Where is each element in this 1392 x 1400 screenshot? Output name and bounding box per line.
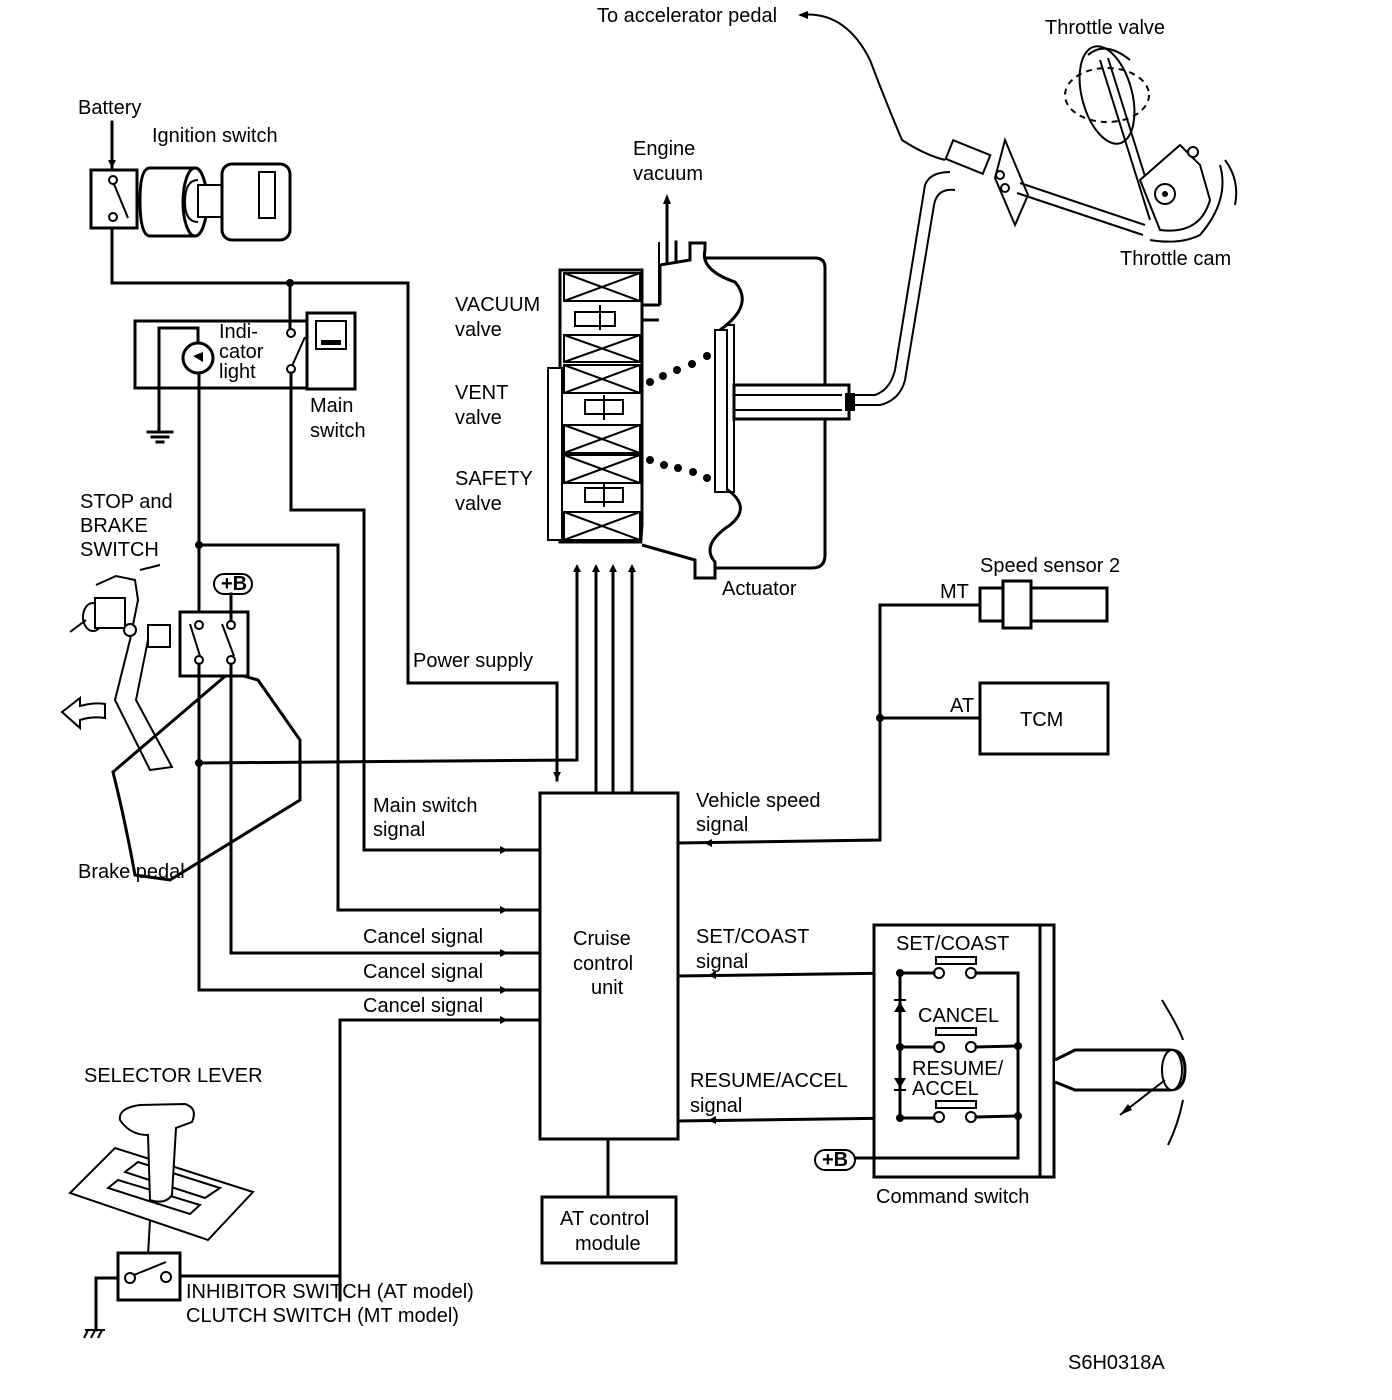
indicator-panel bbox=[133, 319, 312, 390]
selector-lever-icon[interactable] bbox=[68, 1102, 255, 1256]
tcm-label: TCM bbox=[1020, 709, 1063, 731]
main-switch-signal-label-2: signal bbox=[373, 819, 425, 841]
actuator-group: Engine vacuum VACUUM valve VENT valve SA… bbox=[455, 138, 855, 600]
engine-vacuum-label-1: Engine bbox=[633, 138, 695, 160]
resume-accel-signal-label-1: RESUME/ACCEL bbox=[690, 1070, 848, 1092]
at-control-module-label-2: module bbox=[575, 1233, 641, 1255]
power-supply-wire bbox=[110, 226, 559, 782]
stop-brake-label-3: SWITCH bbox=[80, 539, 159, 561]
stop-brake-label-2: BRAKE bbox=[80, 515, 148, 537]
indicator-light-label-3: light bbox=[219, 361, 256, 383]
cancel-signal-wire-1 bbox=[197, 543, 540, 912]
cancel-signal-wire-inhibitor bbox=[338, 1018, 540, 1302]
cancel-signal-label-3: Cancel signal bbox=[363, 995, 483, 1017]
plus-b-label-command: +B bbox=[822, 1149, 848, 1171]
cmd-set-coast-label: SET/COAST bbox=[896, 933, 1009, 955]
battery-label: Battery bbox=[78, 97, 141, 119]
inhibitor-switch-label: INHIBITOR SWITCH (AT model) bbox=[186, 1281, 474, 1303]
brake-signal-wire bbox=[197, 570, 579, 765]
indicator-light-label-1: Indi- bbox=[219, 321, 258, 343]
cmd-resume-label-1: RESUME/ bbox=[912, 1058, 1004, 1080]
vent-valve-label-2: valve bbox=[455, 407, 502, 429]
brake-pedal-icon bbox=[60, 564, 302, 882]
ccu-label-2: control bbox=[573, 953, 633, 975]
set-coast-signal-label-2: signal bbox=[696, 951, 748, 973]
battery-ignition-group: Battery Ignition switch bbox=[78, 97, 561, 782]
cancel-signal-label-2: Cancel signal bbox=[363, 961, 483, 983]
set-coast-button[interactable] bbox=[935, 956, 977, 965]
ignition-key-icon bbox=[138, 162, 292, 242]
power-supply-label: Power supply bbox=[413, 650, 533, 672]
figure-id: S6H0318A bbox=[1068, 1352, 1165, 1374]
set-coast-signal-label-1: SET/COAST bbox=[696, 926, 809, 948]
command-lever-icon[interactable] bbox=[1054, 999, 1187, 1146]
actuator-rod bbox=[732, 383, 851, 421]
vacuum-valve-label-1: VACUUM bbox=[455, 294, 540, 316]
main-switch-signal-wire bbox=[289, 508, 540, 852]
command-switch-label: Command switch bbox=[876, 1186, 1029, 1208]
throttle-cam-label: Throttle cam bbox=[1120, 248, 1231, 270]
ccu-label-1: Cruise bbox=[573, 928, 631, 950]
at-control-module-label-1: AT control bbox=[560, 1208, 649, 1230]
throttle-valve-icon bbox=[1078, 45, 1136, 145]
vent-valve-label-1: VENT bbox=[455, 382, 508, 404]
speed-sensor-group: Speed sensor 2 MT AT TCM bbox=[940, 555, 1120, 756]
valve-stack-icon bbox=[547, 240, 678, 544]
accelerator-cable bbox=[799, 13, 946, 161]
resume-accel-signal-label-2: signal bbox=[690, 1095, 742, 1117]
cancel-signal-label-1: Cancel signal bbox=[363, 926, 483, 948]
cancel-button[interactable] bbox=[935, 1027, 977, 1036]
vacuum-valve-label-2: valve bbox=[455, 319, 502, 341]
engine-vacuum-label-2: vacuum bbox=[633, 163, 703, 185]
plus-b-badge-command bbox=[814, 1149, 856, 1171]
speed-sensor-label: Speed sensor 2 bbox=[980, 555, 1120, 577]
selector-lever-group: SELECTOR LEVER INHIBITOR SWITCH (AT mode… bbox=[68, 1065, 474, 1339]
brake-pedal-label: Brake pedal bbox=[78, 861, 185, 883]
selector-lever-label: SELECTOR LEVER bbox=[84, 1065, 263, 1087]
command-switch-box bbox=[872, 923, 1056, 1179]
cruise-control-unit-group: Cruise control unit Power supply Main sw… bbox=[338, 564, 982, 1302]
throttle-valve-label: Throttle valve bbox=[1045, 17, 1165, 39]
ignition-switch-label: Ignition switch bbox=[152, 125, 278, 147]
vehicle-speed-wire bbox=[676, 603, 982, 845]
throttle-cam-icon bbox=[1138, 143, 1212, 232]
diode-icon-2 bbox=[894, 1078, 906, 1088]
to-accelerator-pedal-label: To accelerator pedal bbox=[597, 5, 777, 27]
clutch-switch-label: CLUTCH SWITCH (MT model) bbox=[186, 1305, 459, 1327]
plus-b-label-brake: +B bbox=[221, 573, 247, 595]
stop-brake-label-1: STOP and bbox=[80, 491, 173, 513]
safety-valve-label-2: valve bbox=[455, 493, 502, 515]
vehicle-speed-signal-label-1: Vehicle speed bbox=[696, 790, 821, 812]
vehicle-speed-signal-label-2: signal bbox=[696, 814, 748, 836]
at-label: AT bbox=[950, 695, 974, 717]
at-control-module-box bbox=[540, 1195, 678, 1265]
actuator-label: Actuator bbox=[722, 578, 797, 600]
plus-b-badge-brake bbox=[213, 573, 253, 595]
brake-switch-group: STOP and BRAKE SWITCH +B bbox=[60, 491, 579, 994]
tcm-box bbox=[978, 681, 1110, 756]
press-arrow-icon bbox=[60, 695, 106, 731]
cmd-cancel-label: CANCEL bbox=[918, 1005, 999, 1027]
main-switch-label-2: switch bbox=[310, 420, 366, 442]
indicator-main-switch-group: Indi- cator light Main switch bbox=[133, 281, 540, 854]
main-switch-label-1: Main bbox=[310, 395, 353, 417]
resume-accel-button[interactable] bbox=[935, 1100, 977, 1109]
main-switch-signal-label-1: Main switch bbox=[373, 795, 477, 817]
stop-brake-switch-box bbox=[178, 610, 250, 678]
safety-valve-label-1: SAFETY bbox=[455, 468, 533, 490]
diode-icon bbox=[894, 1002, 906, 1012]
ccu-label-3: unit bbox=[591, 977, 624, 999]
throttle-group: To accelerator pedal Throttle valve Thro… bbox=[597, 5, 1238, 406]
cmd-resume-label-2: ACCEL bbox=[912, 1078, 979, 1100]
indicator-light-label-2: cator bbox=[219, 341, 264, 363]
chassis-ground-icon bbox=[83, 1329, 105, 1339]
command-switch-group: SET/COAST CANCEL RESUME/ ACCEL +B bbox=[814, 923, 1187, 1208]
mt-label: MT bbox=[940, 581, 969, 603]
